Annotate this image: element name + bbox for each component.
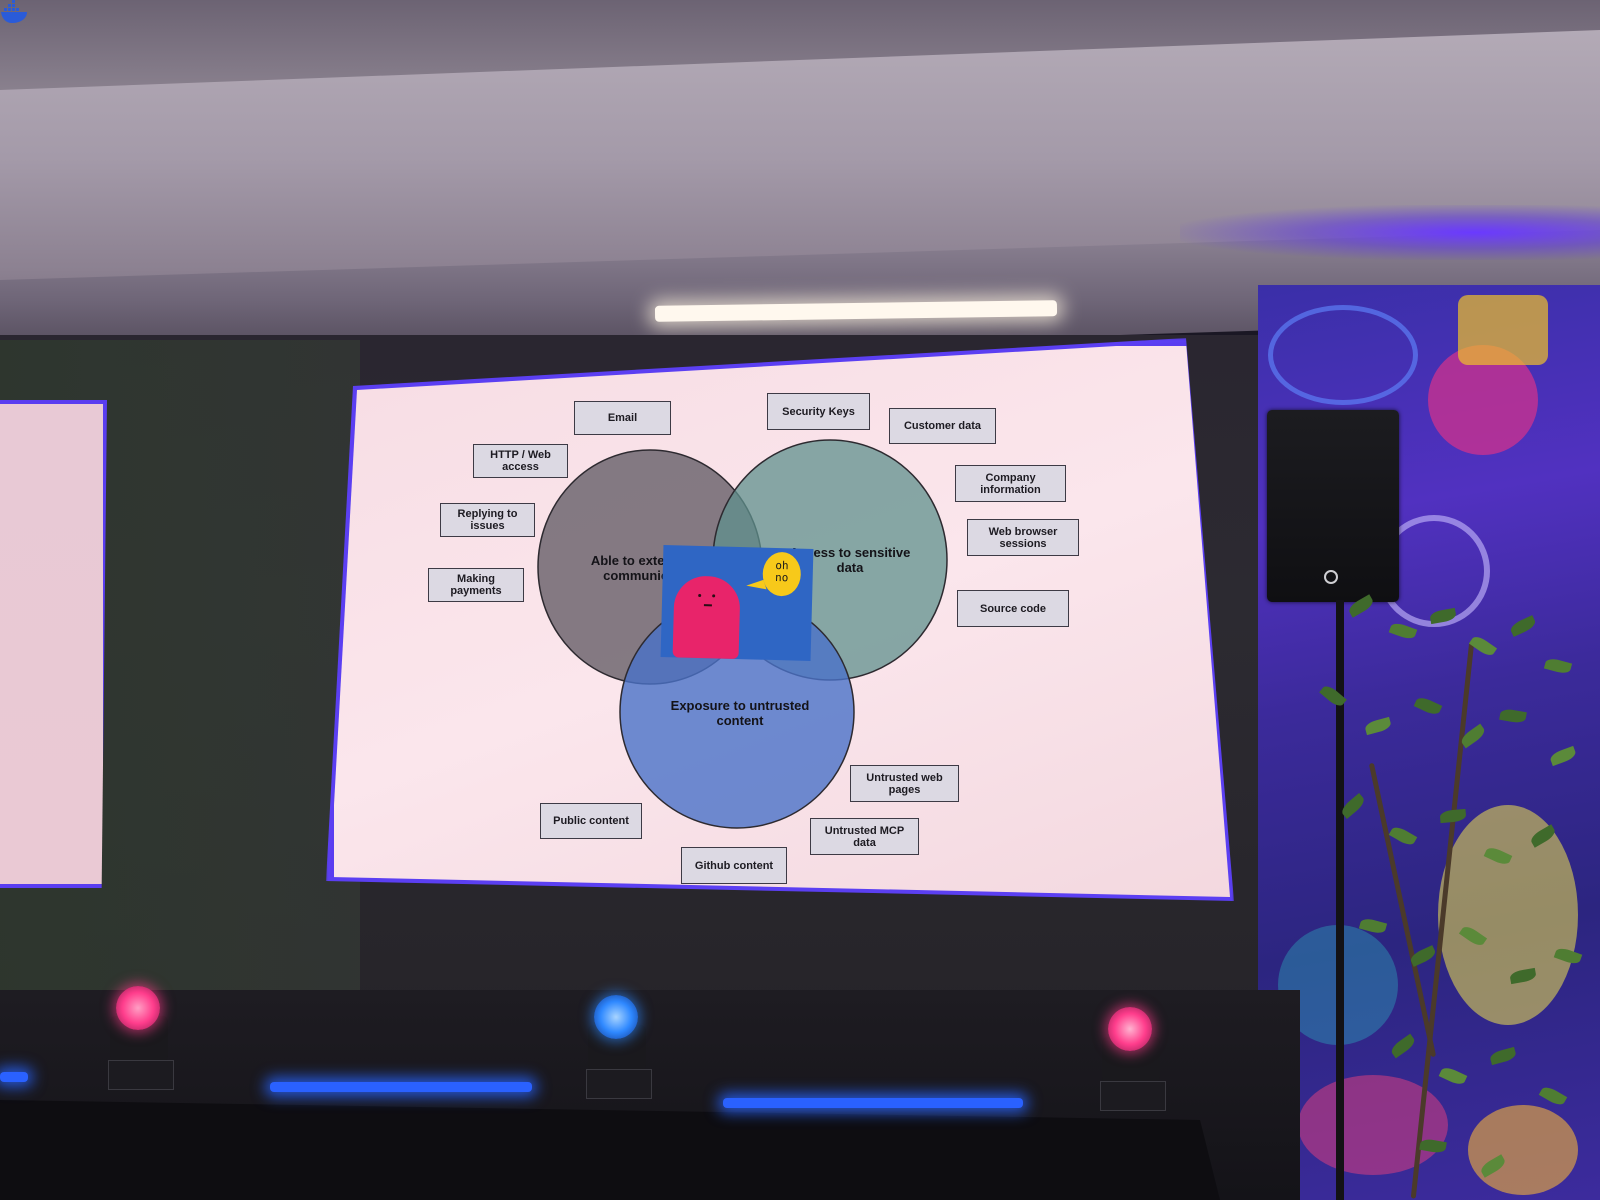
stage-light-center [586,995,652,1103]
stage-light-right [1100,1007,1166,1115]
led-strip-center-left [270,1082,532,1092]
stage-light-lens [1108,1007,1152,1051]
side-projection-screen [0,400,107,888]
pa-speaker [1267,410,1399,602]
led-strip-left [0,1072,28,1082]
stage-light-lens [594,995,638,1039]
stage-light-left [108,986,174,1094]
main-projection-screen [330,342,1230,897]
led-strip-center-right [723,1098,1023,1108]
purple-uplight [1180,205,1600,260]
speaker-brand-logo [1324,570,1338,584]
stage-light-lens [116,986,160,1030]
speaker-stand [1336,600,1344,1200]
